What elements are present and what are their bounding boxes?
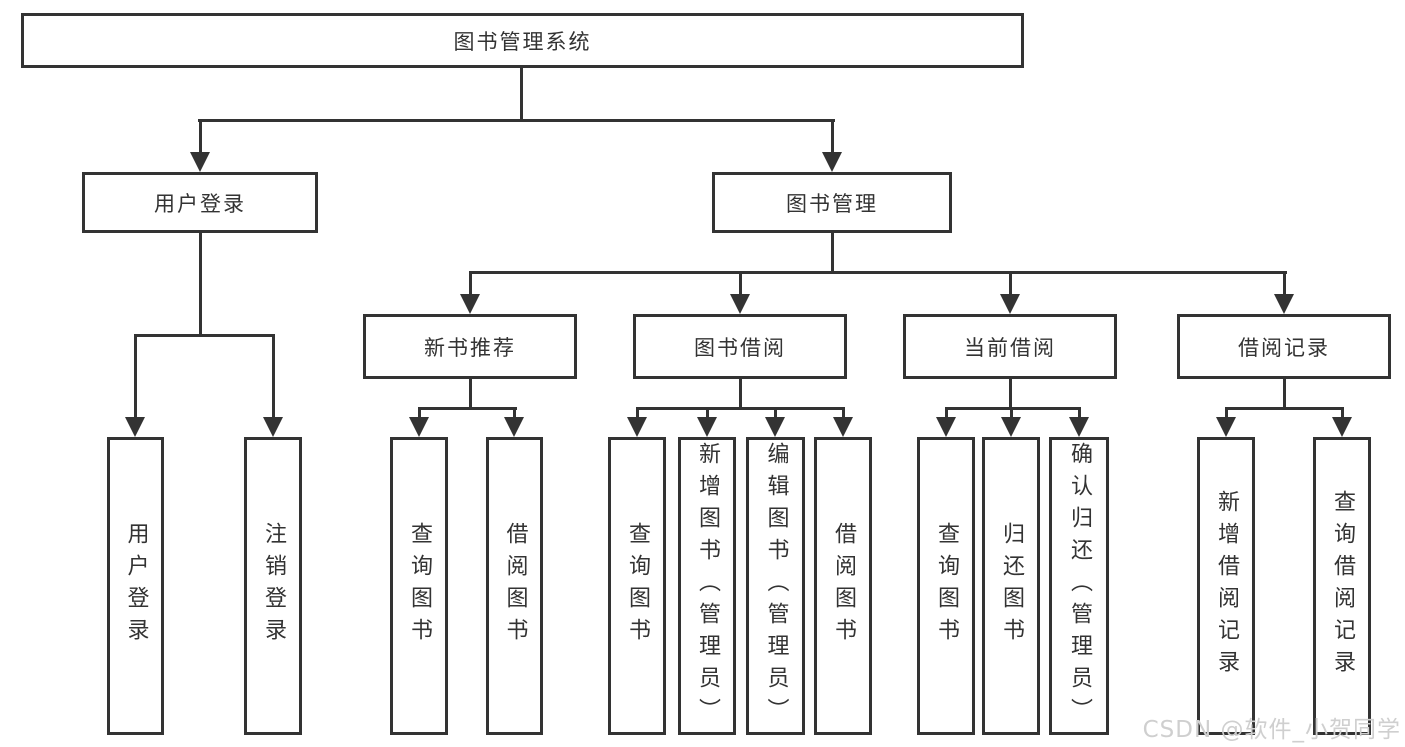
connector-line — [513, 407, 516, 419]
connector-line — [739, 379, 742, 410]
node-borrow-records: 借阅记录 — [1177, 314, 1391, 379]
connector-line — [1078, 407, 1081, 419]
node-leaf-edit-book: 编辑图书（管理员） — [746, 437, 805, 735]
arrowhead-down-icon — [1000, 294, 1020, 314]
node-label: 新增借阅记录 — [1214, 490, 1239, 682]
arrowhead-down-icon — [822, 152, 842, 172]
node-label: 用户登录 — [154, 191, 246, 216]
connector-line — [520, 68, 523, 122]
node-label: 借阅图书 — [502, 522, 528, 650]
node-leaf-logout: 注销登录 — [244, 437, 302, 735]
node-label: 注销登录 — [261, 522, 286, 650]
connector-line — [739, 271, 742, 299]
connector-line — [469, 271, 472, 299]
arrowhead-down-icon — [1001, 417, 1021, 437]
arrowhead-down-icon — [460, 294, 480, 314]
arrowhead-down-icon — [263, 417, 283, 437]
connector-line — [1225, 407, 1228, 419]
connector-line — [418, 407, 421, 419]
connector-line — [418, 407, 517, 410]
arrowhead-down-icon — [125, 417, 145, 437]
connector-line — [272, 334, 275, 419]
node-leaf-return-book: 归还图书 — [982, 437, 1040, 735]
connector-line — [1009, 379, 1012, 410]
arrowhead-down-icon — [504, 417, 524, 437]
node-leaf-query-book-2: 查询图书 — [608, 437, 666, 735]
connector-line — [636, 407, 639, 419]
connector-line — [706, 407, 709, 419]
connector-line — [1009, 271, 1012, 299]
connector-line — [1283, 271, 1286, 299]
node-current-borrow: 当前借阅 — [903, 314, 1117, 379]
connector-line — [134, 334, 275, 337]
node-leaf-query-borrow-record: 查询借阅记录 — [1313, 437, 1371, 735]
node-leaf-borrow-book-1: 借阅图书 — [486, 437, 543, 735]
node-book-borrow: 图书借阅 — [633, 314, 847, 379]
node-label: 归还图书 — [999, 522, 1024, 650]
node-leaf-user-login: 用户登录 — [107, 437, 164, 735]
node-user-login: 用户登录 — [82, 172, 318, 233]
connector-line — [469, 379, 472, 410]
arrowhead-down-icon — [1332, 417, 1352, 437]
arrowhead-down-icon — [1069, 417, 1089, 437]
node-label: 当前借阅 — [964, 335, 1056, 360]
arrowhead-down-icon — [936, 417, 956, 437]
watermark: CSDN @软件_小贺同学 — [1142, 717, 1401, 743]
arrowhead-down-icon — [730, 294, 750, 314]
connector-line — [774, 407, 777, 419]
node-label: 新书推荐 — [424, 335, 516, 360]
node-label: 查询借阅记录 — [1330, 490, 1355, 682]
connector-line — [469, 271, 1287, 274]
connector-line — [199, 119, 202, 155]
connector-line — [1341, 407, 1344, 419]
node-leaf-query-book-3: 查询图书 — [917, 437, 975, 735]
arrowhead-down-icon — [1274, 294, 1294, 314]
arrowhead-down-icon — [190, 152, 210, 172]
node-label: 查询图书 — [625, 522, 650, 650]
connector-line — [831, 119, 834, 155]
node-leaf-borrow-book-2: 借阅图书 — [814, 437, 872, 735]
arrowhead-down-icon — [833, 417, 853, 437]
connector-line — [199, 233, 202, 337]
node-book-mgmt: 图书管理 — [712, 172, 952, 233]
connector-line — [831, 233, 834, 274]
connector-line — [1010, 407, 1013, 419]
node-label: 图书借阅 — [694, 335, 786, 360]
connector-line — [945, 407, 948, 419]
node-label: 图书管理 — [786, 191, 878, 216]
arrowhead-down-icon — [1216, 417, 1236, 437]
node-leaf-query-book-1: 查询图书 — [390, 437, 448, 735]
node-label: 图书管理系统 — [453, 29, 592, 54]
connector-line — [198, 119, 835, 122]
node-label: 用户登录 — [123, 522, 149, 650]
node-leaf-add-book: 新增图书（管理员） — [678, 437, 736, 735]
arrowhead-down-icon — [627, 417, 647, 437]
node-leaf-confirm-return: 确认归还（管理员） — [1049, 437, 1109, 735]
node-label: 借阅图书 — [831, 522, 856, 650]
connector-line — [1283, 379, 1286, 410]
arrowhead-down-icon — [765, 417, 785, 437]
node-label: 借阅记录 — [1238, 335, 1330, 360]
node-leaf-add-borrow-record: 新增借阅记录 — [1197, 437, 1255, 735]
connector-line — [945, 407, 1081, 410]
node-label: 新增图书（管理员） — [695, 442, 720, 730]
node-label: 查询图书 — [407, 522, 432, 650]
connector-line — [1225, 407, 1344, 410]
node-root: 图书管理系统 — [21, 13, 1024, 68]
node-new-book-rec: 新书推荐 — [363, 314, 577, 379]
connector-line — [134, 334, 137, 419]
node-label: 确认归还（管理员） — [1067, 442, 1092, 730]
connector-line — [842, 407, 845, 419]
connector-line — [636, 407, 845, 410]
node-label: 查询图书 — [934, 522, 959, 650]
node-label: 编辑图书（管理员） — [763, 442, 789, 730]
arrowhead-down-icon — [409, 417, 429, 437]
arrowhead-down-icon — [697, 417, 717, 437]
